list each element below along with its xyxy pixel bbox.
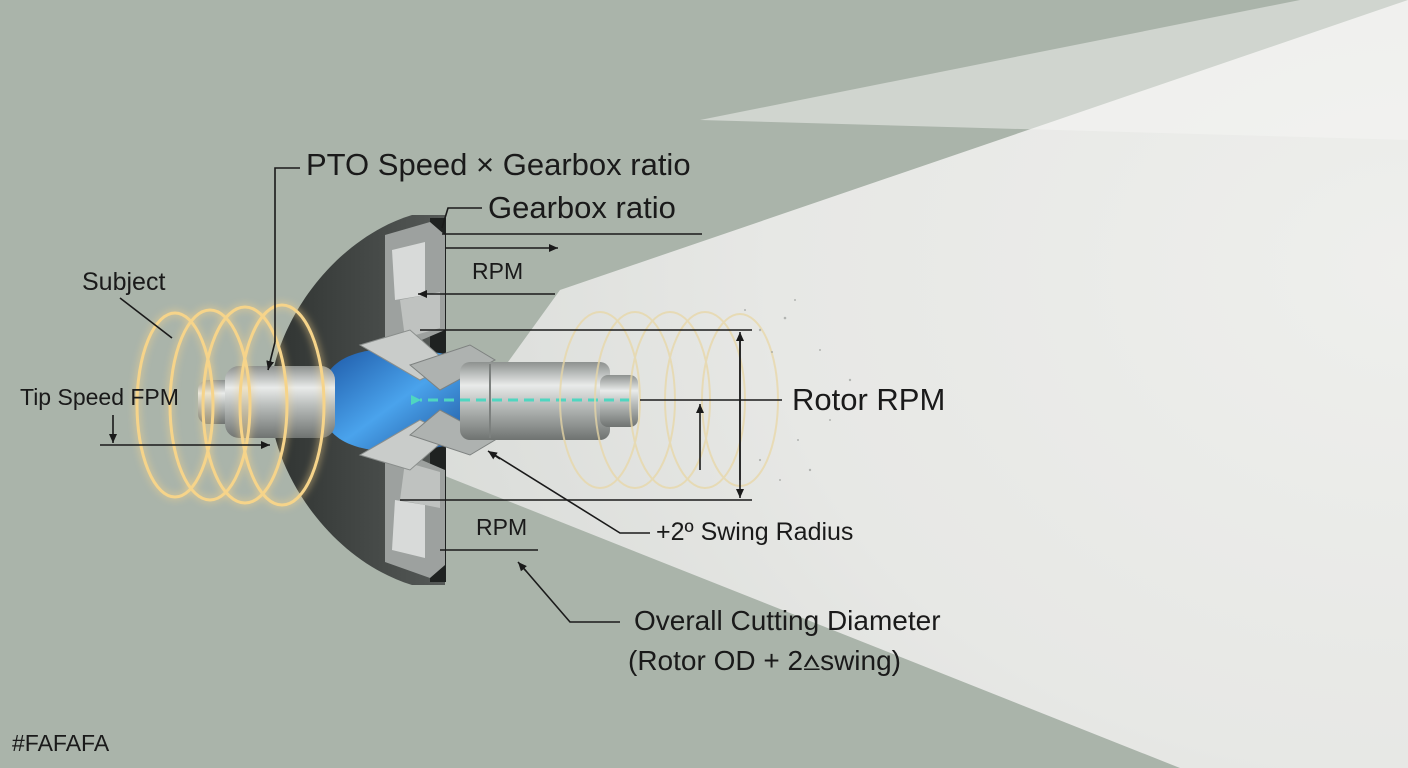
rotor-rpm-label: Rotor RPM bbox=[792, 382, 946, 417]
swing-radius-label: +2º Swing Radius bbox=[656, 518, 854, 546]
annotation-lines bbox=[100, 167, 782, 623]
tip-speed-label: Tip Speed FPM bbox=[20, 384, 179, 410]
cutting-diameter-label-line1: Overall Cutting Diameter bbox=[634, 605, 941, 636]
input-shaft bbox=[225, 366, 335, 438]
rpm-bottom-label: RPM bbox=[476, 514, 528, 540]
output-shaft bbox=[460, 362, 610, 440]
pto-formula-label: PTO Speed × Gearbox ratio bbox=[306, 147, 691, 182]
light-beam bbox=[430, 0, 1408, 768]
glow-rings-left bbox=[135, 303, 326, 507]
dust-particles bbox=[744, 299, 852, 481]
gearbox-ratio-label: Gearbox ratio bbox=[488, 190, 676, 225]
cutting-diameter-label-line2: (Rotor OD + 2⩟swing) bbox=[628, 645, 901, 676]
subject-label: Subject bbox=[82, 268, 166, 296]
rpm-top-label: RPM bbox=[472, 258, 524, 284]
color-code-label: #FAFAFA bbox=[12, 730, 110, 756]
